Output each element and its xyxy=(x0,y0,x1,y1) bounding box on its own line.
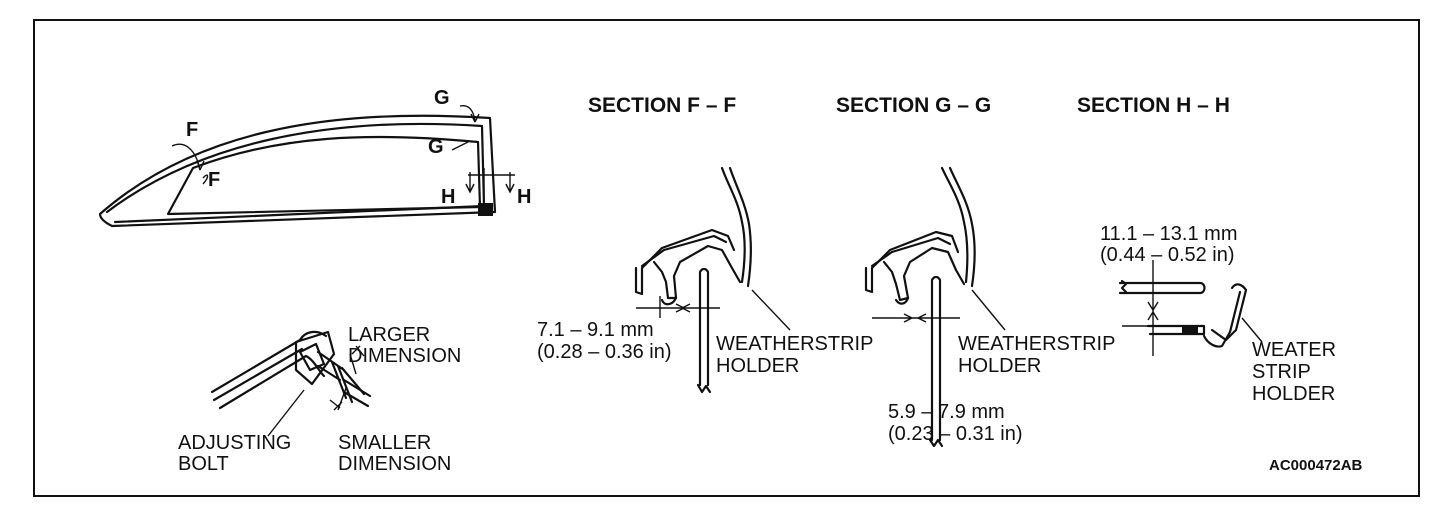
smaller-dimension-label-1: SMALLER xyxy=(338,432,431,454)
larger-dimension-label-2: DIMENSION xyxy=(348,345,461,367)
section-g-drawing xyxy=(864,166,1006,448)
smaller-dimension-label-2: DIMENSION xyxy=(338,453,451,475)
h-holder-label-2: STRIP xyxy=(1252,361,1311,383)
f-dimension-mm: 7.1 – 9.1 mm xyxy=(537,319,654,341)
marker-h-right: H xyxy=(517,186,531,208)
f-holder-label-1: WEATHERSTRIP xyxy=(716,333,873,355)
wrench-adjusting-bolt xyxy=(210,330,372,437)
section-f-drawing xyxy=(634,166,791,394)
marker-h-left: H xyxy=(441,186,455,208)
larger-dimension-label-1: LARGER xyxy=(348,324,430,346)
h-dimension-in: (0.44 – 0.52 in) xyxy=(1100,244,1235,266)
door-glass-overview xyxy=(98,105,515,228)
marker-g-top: G xyxy=(434,87,450,109)
section-h-heading: SECTION H – H xyxy=(1077,94,1230,117)
h-holder-label-3: HOLDER xyxy=(1252,383,1335,405)
f-holder-label-2: HOLDER xyxy=(716,355,799,377)
figure-code: AC000472AB xyxy=(1269,457,1363,474)
h-dimension-mm: 11.1 – 13.1 mm xyxy=(1100,223,1237,245)
adjusting-bolt-label-1: ADJUSTING xyxy=(178,432,291,454)
g-dimension-mm: 5.9 – 7.9 mm xyxy=(888,401,1005,423)
h-holder-label-1: WEATER xyxy=(1252,339,1336,361)
f-dimension-in: (0.28 – 0.36 in) xyxy=(537,341,672,363)
g-holder-label-2: HOLDER xyxy=(958,355,1041,377)
g-dimension-in: (0.23 – 0.31 in) xyxy=(888,423,1023,445)
marker-f-top: F xyxy=(186,119,198,141)
adjusting-bolt-label-2: BOLT xyxy=(178,453,229,475)
section-g-heading: SECTION G – G xyxy=(836,94,991,117)
section-f-heading: SECTION F – F xyxy=(588,94,736,117)
g-holder-label-1: WEATHERSTRIP xyxy=(958,333,1115,355)
marker-f-bottom: F xyxy=(208,169,220,191)
diagram-frame xyxy=(33,19,1420,497)
marker-g-bottom: G xyxy=(428,136,444,158)
section-h-drawing xyxy=(1118,260,1263,356)
